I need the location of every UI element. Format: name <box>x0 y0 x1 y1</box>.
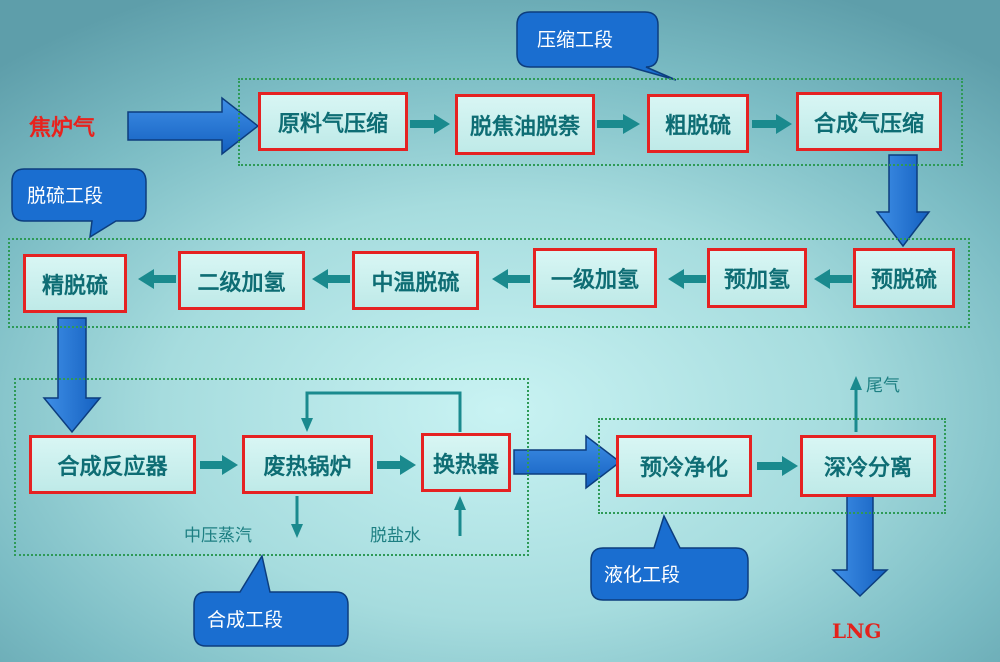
lng-product-label: LNG <box>832 619 882 643</box>
group-desulfurization <box>8 238 970 328</box>
callout-synthesis: 合成工段 <box>193 554 349 647</box>
feed-arrow <box>127 96 260 156</box>
cryo-to-lng-arrow <box>831 495 889 598</box>
mp-steam-label: 中压蒸汽 <box>184 526 252 546</box>
step-detar-denaphthalene: 脱焦油脱萘 <box>455 94 595 155</box>
arrow-prehydro-to-hydro1 <box>668 269 706 289</box>
arrow-reactor-to-boiler <box>200 455 238 475</box>
step-precool-purification: 预冷净化 <box>616 435 752 497</box>
desalted-water-arrowhead <box>454 496 466 510</box>
step-cryogenic-separation: 深冷分离 <box>800 435 936 497</box>
desulf-to-synthesis-arrow <box>42 317 102 434</box>
arrow-predesulf-to-prehydro <box>814 269 852 289</box>
arrow-midtemp-to-hydro2 <box>312 269 350 289</box>
tail-gas-arrowhead <box>850 376 862 390</box>
callout-desulfurization: 脱硫工段 <box>11 168 147 239</box>
exchanger-to-precool-arrow <box>513 434 622 490</box>
step-first-hydrogenation: 一级加氢 <box>533 248 657 308</box>
mp-steam-arrowhead <box>291 524 303 538</box>
step-compress-raw-gas: 原料气压缩 <box>258 92 408 151</box>
arrow-precool-to-cryo <box>757 456 798 476</box>
callout-liquefaction: 液化工段 <box>590 514 749 601</box>
step-waste-heat-boiler: 废热锅炉 <box>242 435 373 494</box>
step-mid-temp-desulfurization: 中温脱硫 <box>352 251 479 310</box>
arrow-detar-to-coarse <box>597 114 640 134</box>
recycle-loop-line <box>305 391 462 432</box>
tail-gas-label: 尾气 <box>866 376 900 396</box>
teal-arrows-row1 <box>410 114 792 134</box>
teal-arrows-row3 <box>200 455 798 476</box>
callout-liquefaction-text: 液化工段 <box>604 564 680 586</box>
recycle-loop-arrowhead <box>301 418 313 432</box>
compress-to-predesulf-arrow <box>875 154 931 248</box>
step-fine-desulfurization: 精脱硫 <box>23 254 127 313</box>
group-compression <box>238 78 963 166</box>
callout-compression: 压缩工段 <box>516 11 677 81</box>
callout-desulfurization-text: 脱硫工段 <box>27 185 103 207</box>
step-compress-syngas: 合成气压缩 <box>796 92 942 151</box>
arrow-boiler-to-exchanger <box>377 455 416 475</box>
step-second-hydrogenation: 二级加氢 <box>178 251 305 310</box>
step-pre-hydrogenation: 预加氢 <box>707 248 807 308</box>
group-synthesis <box>14 378 529 556</box>
arrow-compress-to-detar <box>410 114 450 134</box>
step-pre-desulfurization: 预脱硫 <box>853 248 955 308</box>
teal-arrows-row2 <box>138 269 852 289</box>
arrow-coarse-to-syngas <box>752 114 792 134</box>
arrow-hydro1-to-midtemp <box>492 269 530 289</box>
desalted-water-label: 脱盐水 <box>370 526 421 546</box>
arrow-hydro2-to-fine <box>138 269 176 289</box>
callout-compression-text: 压缩工段 <box>537 29 613 51</box>
callout-synthesis-text: 合成工段 <box>207 609 283 631</box>
step-heat-exchanger: 换热器 <box>421 433 511 492</box>
feed-gas-label: 焦炉气 <box>29 116 96 141</box>
group-liquefaction <box>598 418 946 514</box>
step-synthesis-reactor: 合成反应器 <box>29 435 196 494</box>
step-coarse-desulfurization: 粗脱硫 <box>647 94 749 153</box>
